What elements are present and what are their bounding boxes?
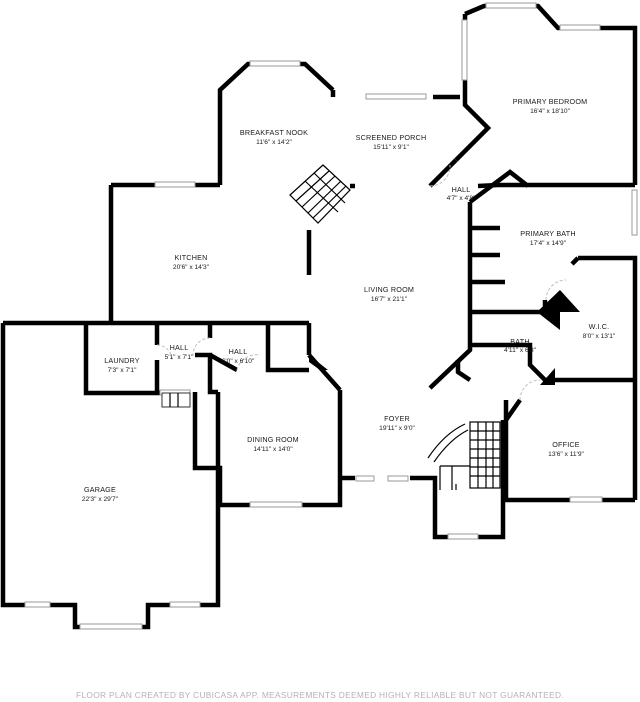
disclaimer-footer: FLOOR PLAN CREATED BY CUBICASA APP. MEAS… xyxy=(76,690,564,700)
room-labels: PRIMARY BEDROOM 16'4" x 18'10" BREAKFAST… xyxy=(82,97,616,503)
fixtures xyxy=(161,164,580,490)
room-name: KITCHEN xyxy=(175,253,208,262)
room-dimensions: 6'0" x 6'10" xyxy=(222,358,255,365)
step-icon xyxy=(161,392,191,408)
room-dimensions: 7'3" x 7'1" xyxy=(108,367,137,374)
room-label-wic: W.I.C. 8'0" x 13'1" xyxy=(583,322,616,340)
walls xyxy=(0,3,638,630)
door-swings xyxy=(156,164,567,401)
room-label-living-room: LIVING ROOM 16'7" x 21'1" xyxy=(364,285,414,303)
room-dimensions: 4'11" x 6'8" xyxy=(504,347,537,354)
room-label-primary-bath: PRIMARY BATH 17'4" x 14'9" xyxy=(520,229,576,247)
room-name: DINING ROOM xyxy=(247,435,299,444)
room-label-dining-room: DINING ROOM 14'11" x 14'0" xyxy=(247,435,299,453)
room-label-breakfast-nook: BREAKFAST NOOK 11'6" x 14'2" xyxy=(240,128,308,146)
room-label-bath: BATH 4'11" x 6'8" xyxy=(504,337,537,354)
fireplace-icon xyxy=(289,164,351,224)
windows xyxy=(24,2,638,630)
room-name: BREAKFAST NOOK xyxy=(240,128,308,137)
room-label-laundry: LAUNDRY 7'3" x 7'1" xyxy=(104,356,140,374)
room-name: LAUNDRY xyxy=(104,356,140,365)
room-label-hall-laundry: HALL 5'1" x 7'1" xyxy=(165,343,194,361)
room-name: HALL xyxy=(229,347,248,356)
room-name: FOYER xyxy=(384,414,410,423)
room-name: LIVING ROOM xyxy=(364,285,414,294)
room-name: W.I.C. xyxy=(589,322,610,331)
room-label-hall-dining: HALL 6'0" x 6'10" xyxy=(222,347,255,365)
room-name: BATH xyxy=(510,337,529,346)
room-label-foyer: FOYER 19'11" x 9'0" xyxy=(379,414,415,432)
room-name: HALL xyxy=(452,185,471,194)
room-label-primary-bedroom: PRIMARY BEDROOM 16'4" x 18'10" xyxy=(513,97,588,115)
room-name: HALL xyxy=(170,343,189,352)
room-name: SCREENED PORCH xyxy=(356,133,427,142)
room-label-garage: GARAGE 22'3" x 29'7" xyxy=(82,485,119,503)
room-label-screened-porch: SCREENED PORCH 15'11" x 9'1" xyxy=(356,133,427,151)
room-name: GARAGE xyxy=(84,485,116,494)
room-dimensions: 15'11" x 9'1" xyxy=(373,144,409,151)
room-dimensions: 20'6" x 14'3" xyxy=(173,264,210,271)
room-label-kitchen: KITCHEN 20'6" x 14'3" xyxy=(173,253,210,271)
room-dimensions: 13'6" x 11'9" xyxy=(548,451,584,458)
room-dimensions: 4'7" x 4'8" xyxy=(447,195,476,202)
room-name: PRIMARY BEDROOM xyxy=(513,97,588,106)
room-dimensions: 19'11" x 9'0" xyxy=(379,425,415,432)
room-dimensions: 22'3" x 29'7" xyxy=(82,496,119,503)
room-dimensions: 17'4" x 14'9" xyxy=(530,240,567,247)
column-icon xyxy=(309,355,328,370)
room-label-hall-upper: HALL 4'7" x 4'8" xyxy=(447,185,476,202)
room-dimensions: 16'4" x 18'10" xyxy=(530,108,570,115)
room-label-office: OFFICE 13'6" x 11'9" xyxy=(548,440,584,458)
staircase-icon xyxy=(427,421,501,490)
room-dimensions: 5'1" x 7'1" xyxy=(165,354,194,361)
room-dimensions: 11'6" x 14'2" xyxy=(256,139,292,146)
room-dimensions: 16'7" x 21'1" xyxy=(371,296,408,303)
room-dimensions: 8'0" x 13'1" xyxy=(583,333,616,340)
room-name: OFFICE xyxy=(552,440,580,449)
room-name: PRIMARY BATH xyxy=(520,229,576,238)
room-dimensions: 14'11" x 14'0" xyxy=(253,446,293,453)
tub-corner-icon xyxy=(540,368,555,385)
shower-icon xyxy=(537,290,580,330)
